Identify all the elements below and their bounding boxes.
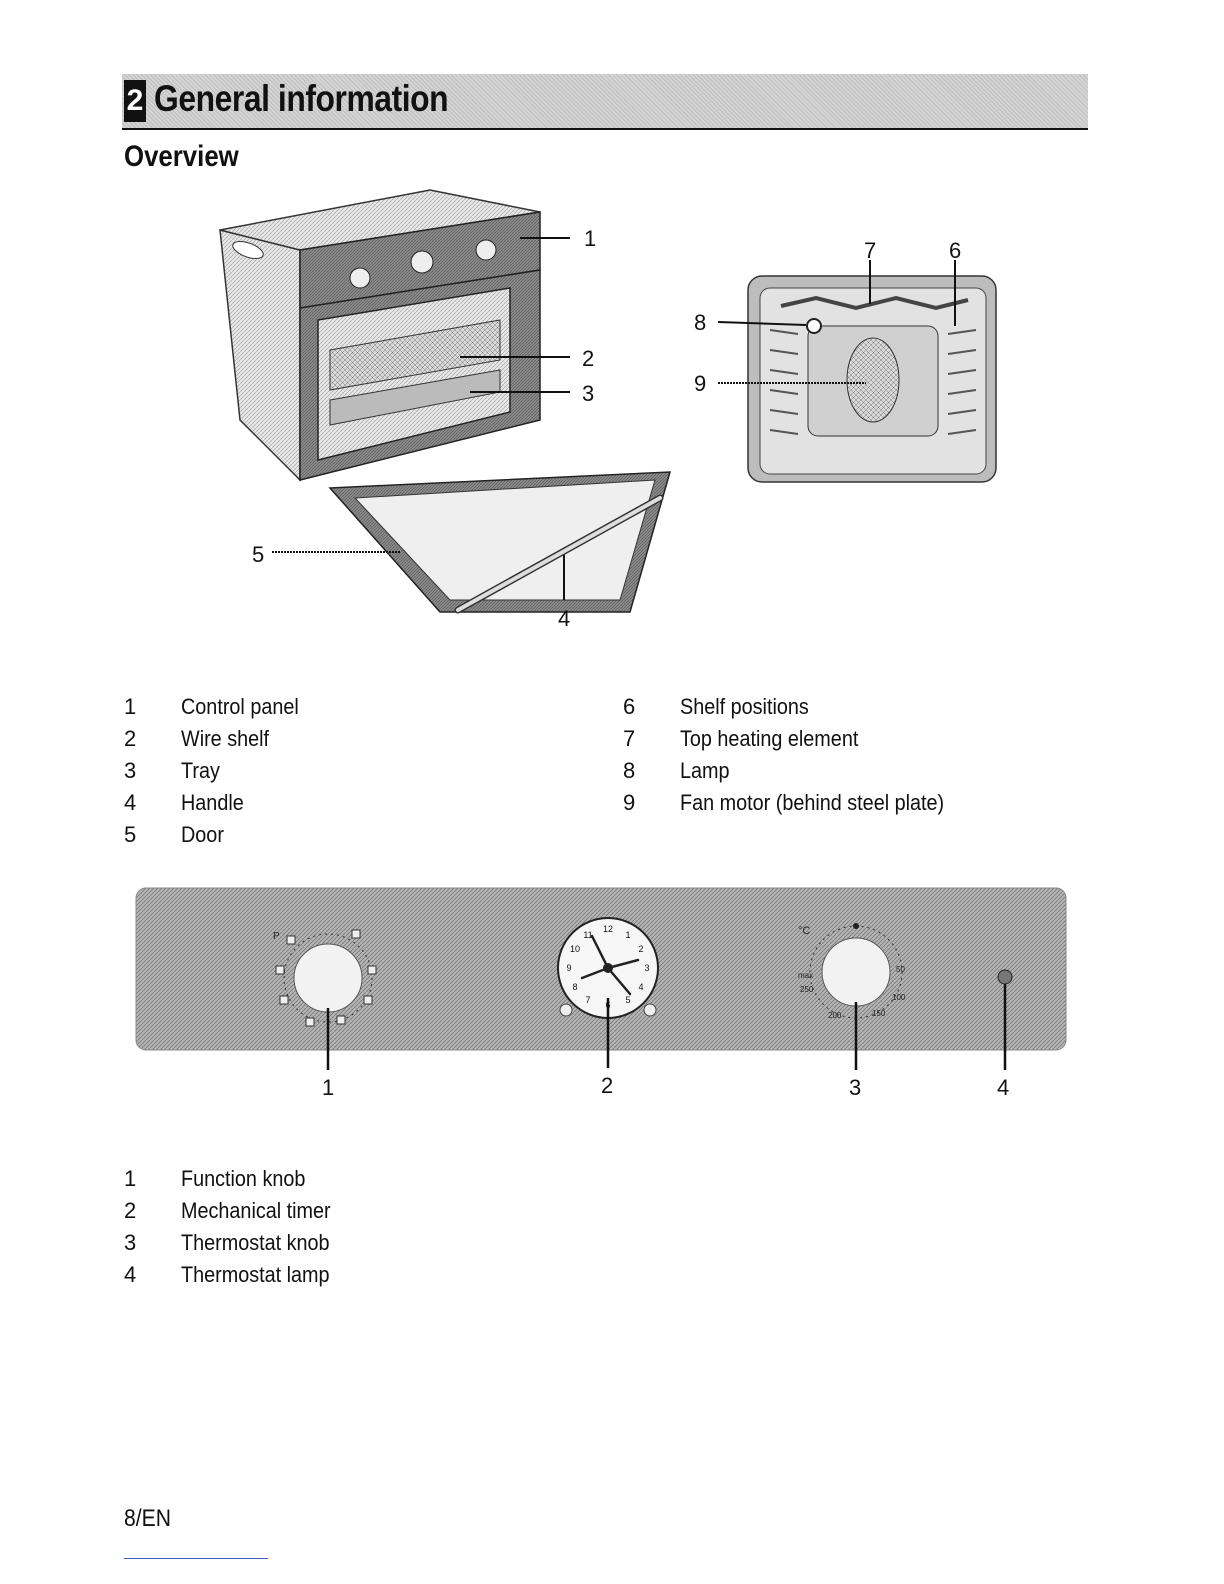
legend-text: Function knob [181, 1166, 306, 1191]
oven-callout-5: 5 [252, 542, 264, 567]
cavity-callout-9: 9 [694, 371, 706, 396]
timer-number: 8 [572, 982, 577, 992]
legend-number: 6 [623, 694, 636, 719]
timer-number: 2 [638, 944, 643, 954]
legend-text: Top heating element [680, 726, 859, 751]
legend-number: 8 [623, 758, 636, 783]
legend-number: 2 [124, 1198, 137, 1223]
legend-text: Mechanical timer [181, 1198, 331, 1223]
timer-number: 1 [625, 930, 630, 940]
thermostat-scale-label: max [798, 971, 813, 980]
legend-text: Thermostat lamp [181, 1262, 330, 1287]
oven-illustration: 1 2 3 4 5 [219, 189, 672, 631]
timer-number: 9 [566, 963, 571, 973]
legend-number: 9 [623, 790, 636, 815]
control-panel-illustration: P 12 1 2 3 4 5 6 7 8 9 10 11 °C max 250 … [135, 887, 1067, 1100]
section-header-bar [122, 74, 1088, 130]
legend-text: Lamp [680, 758, 730, 783]
section-title: General information [154, 78, 449, 119]
timer-number: 12 [603, 924, 613, 934]
cavity-callout-7: 7 [864, 238, 876, 263]
legend-number: 2 [124, 726, 137, 751]
oven-legend: 1 Control panel 2 Wire shelf 3 Tray 4 Ha… [124, 694, 1024, 864]
thermostat-scale-label: 250 [800, 985, 814, 994]
timer-number: 4 [638, 982, 643, 992]
cavity-callout-8: 8 [694, 310, 706, 335]
thermostat-scale-label: 50 [896, 965, 905, 974]
timer-number: 10 [570, 944, 580, 954]
panel-callout-2: 2 [601, 1073, 613, 1098]
thermostat-scale-label: 100 [892, 993, 906, 1002]
panel-callout-3: 3 [849, 1075, 861, 1100]
function-knob-mark: P [273, 931, 280, 942]
footer-divider [124, 1558, 268, 1559]
cavity-callout-6: 6 [949, 238, 961, 263]
subheading: Overview [124, 140, 239, 173]
timer-number: 5 [625, 995, 630, 1005]
panel-legend: 1 Function knob 2 Mechanical timer 3 The… [124, 1166, 624, 1296]
thermostat-scale-label: 150 [872, 1009, 886, 1018]
legend-number: 1 [124, 694, 137, 719]
legend-text: Shelf positions [680, 694, 809, 719]
oven-callout-2: 2 [582, 346, 594, 371]
legend-number: 4 [124, 1262, 137, 1287]
oven-callout-3: 3 [582, 381, 594, 406]
legend-number: 3 [124, 1230, 137, 1255]
legend-number: 3 [124, 758, 137, 783]
legend-text: Fan motor (behind steel plate) [680, 790, 945, 815]
legend-text: Tray [181, 758, 220, 783]
page-number: 8/EN [124, 1505, 171, 1532]
timer-number: 3 [644, 963, 649, 973]
legend-text: Wire shelf [181, 726, 270, 751]
cavity-illustration: 6 7 8 9 [694, 238, 997, 483]
panel-callout-1: 1 [322, 1075, 334, 1100]
legend-text: Door [181, 822, 224, 847]
legend-text: Handle [181, 790, 244, 815]
legend-number: 5 [124, 822, 137, 847]
legend-number: 1 [124, 1166, 137, 1191]
thermostat-unit: °C [798, 925, 810, 937]
oven-callout-4: 4 [558, 606, 570, 631]
oven-callout-1: 1 [584, 226, 596, 251]
legend-number: 4 [124, 790, 137, 815]
section-number: 2 [124, 80, 146, 122]
legend-text: Thermostat knob [181, 1230, 330, 1255]
panel-callout-4: 4 [997, 1075, 1009, 1100]
timer-number: 11 [583, 930, 592, 940]
thermostat-scale-label: 200 [828, 1011, 842, 1020]
legend-number: 7 [623, 726, 636, 751]
timer-number: 7 [585, 995, 590, 1005]
legend-text: Control panel [181, 694, 299, 719]
